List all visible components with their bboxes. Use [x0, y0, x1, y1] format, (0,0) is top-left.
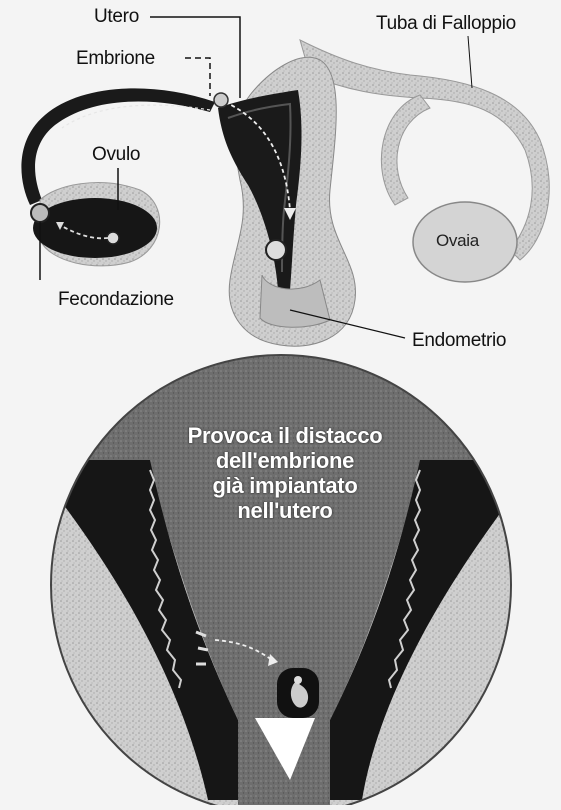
leader-embrione [185, 58, 210, 96]
ovulo-cell [107, 232, 119, 244]
caption-line-4: nell'utero [170, 498, 400, 523]
right-tube-loop [381, 95, 430, 205]
leader-tuba [468, 36, 472, 88]
label-endometrio: Endometrio [412, 330, 506, 352]
label-tuba-di-falloppio: Tuba di Falloppio [376, 13, 516, 35]
caption-text: Provoca il distacco dell'embrione già im… [170, 423, 400, 523]
label-fecondazione: Fecondazione [58, 289, 174, 311]
label-ovulo: Ovulo [92, 144, 140, 166]
ovary-left [33, 198, 157, 258]
caption-line-2: dell'embrione [170, 448, 400, 473]
label-embrione: Embrione [76, 48, 155, 70]
caption-line-1: Provoca il distacco [170, 423, 400, 448]
fertilization-site [31, 204, 49, 222]
label-utero: Utero [94, 6, 139, 28]
embrione-cell [214, 93, 228, 107]
implanted-embryo [266, 240, 286, 260]
caption-line-3: già impiantato [170, 473, 400, 498]
label-ovaia: Ovaia [436, 231, 479, 251]
